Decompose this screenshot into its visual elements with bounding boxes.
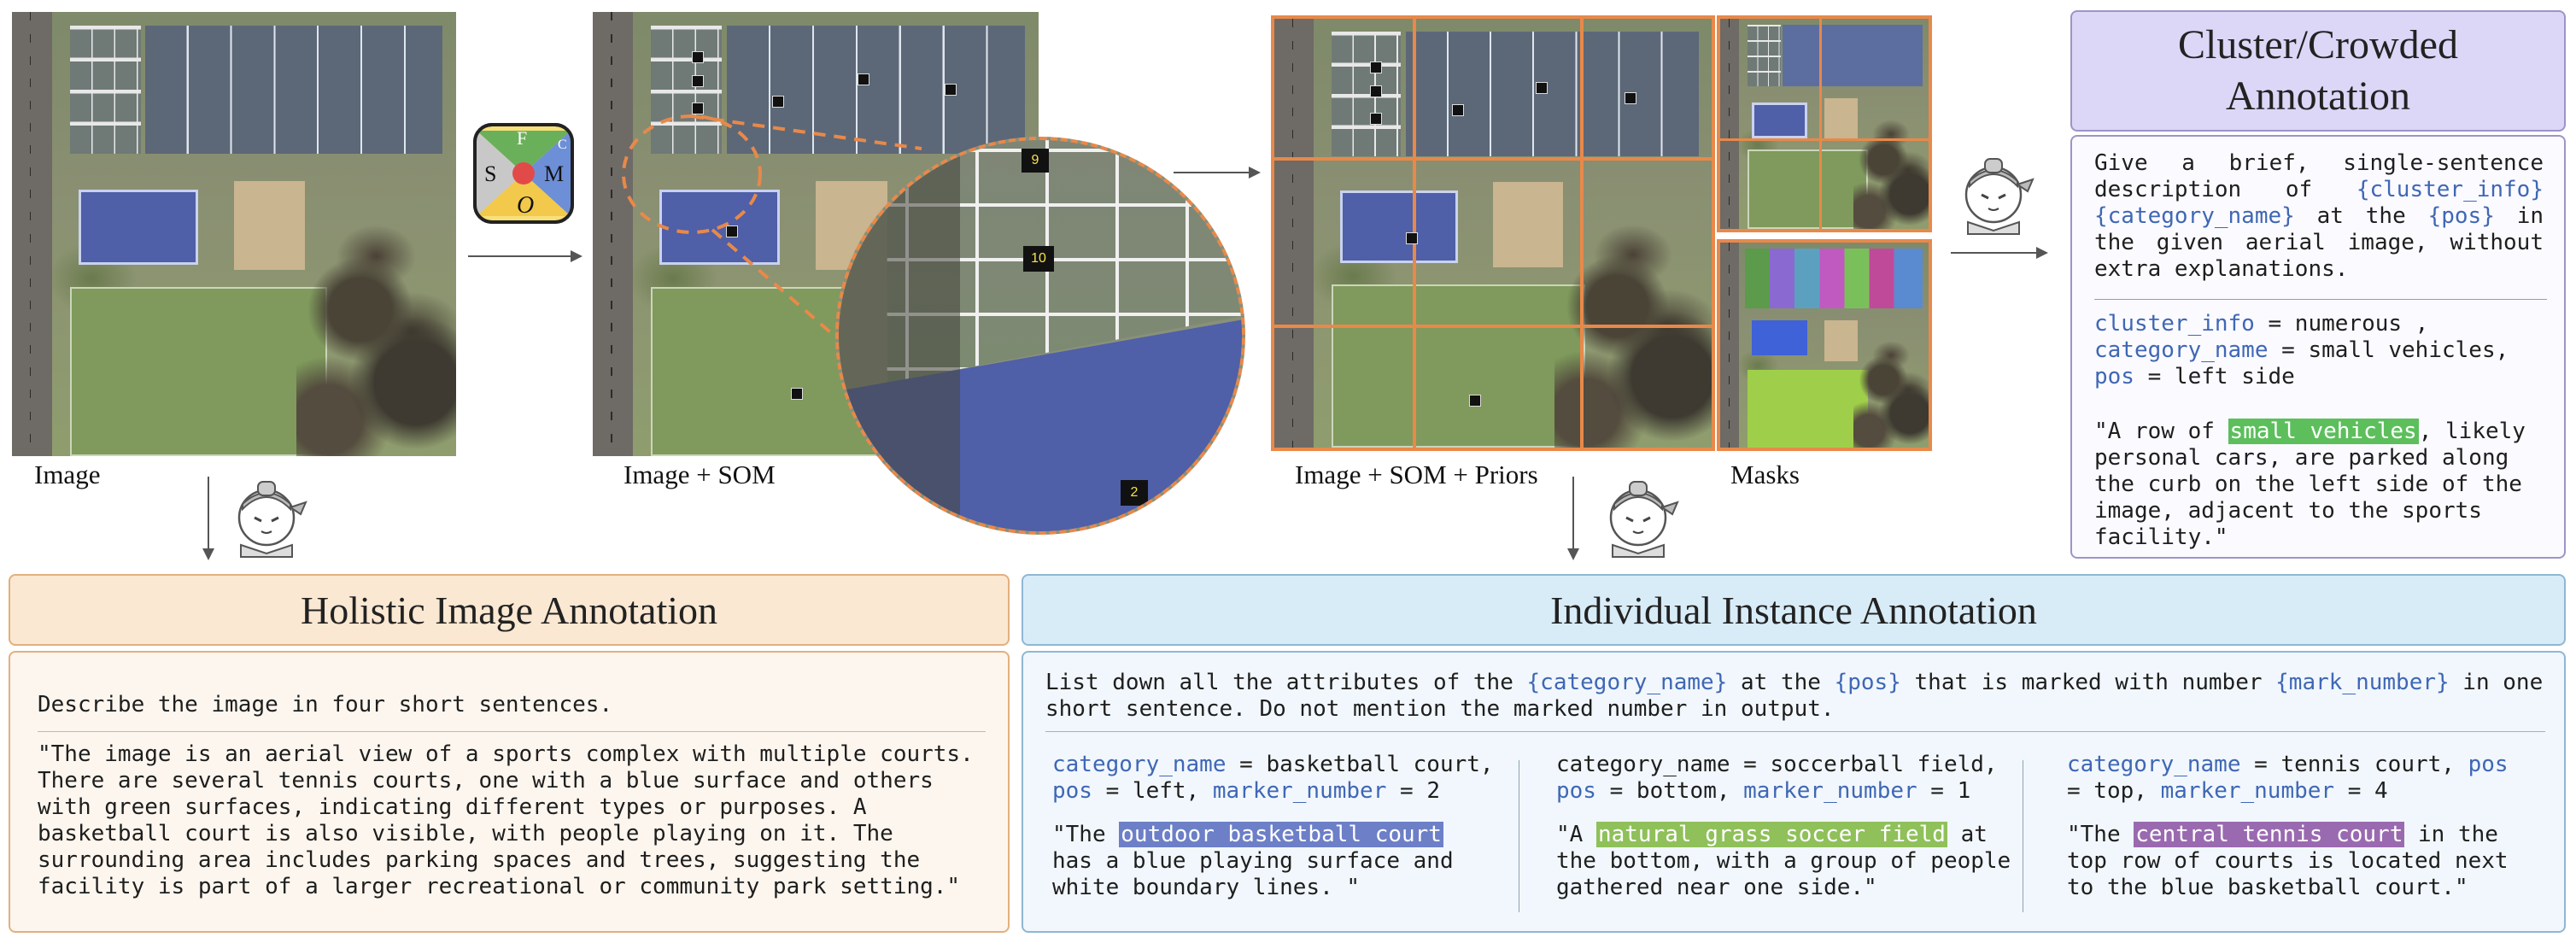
- cluster-highlight: small vehicles: [2228, 419, 2419, 444]
- annotator-icon: [1964, 158, 2034, 235]
- instance-variables: category_name = basketball court, pos = …: [1052, 752, 1494, 804]
- cluster-prompt: Give a brief, single-sentence descriptio…: [2094, 150, 2544, 282]
- zoom-inset: 9 10 2: [835, 137, 1245, 535]
- zoom-mark-9: 9: [1022, 149, 1049, 173]
- cluster-answer: "A row of small vehicles, likely persona…: [2094, 419, 2526, 550]
- arrow-to-som: [468, 250, 583, 262]
- arrow-to-cluster: [1951, 247, 2048, 259]
- logo-letter-c: C: [558, 138, 567, 152]
- cluster-title-line2: Annotation: [2226, 73, 2410, 119]
- arrow-priors-down: [1567, 477, 1579, 560]
- instance-highlight: natural grass soccer field: [1595, 822, 1947, 847]
- instance-highlight: outdoor basketball court: [1119, 822, 1443, 847]
- instance-column-tennis: category_name = tennis court, pos = top,…: [2067, 752, 2545, 901]
- caption-image-som-priors: Image + SOM + Priors: [1295, 460, 1538, 489]
- aerial-image-som-priors: [1271, 15, 1715, 451]
- cluster-variables: cluster_info = numerous , category_name …: [2094, 311, 2509, 390]
- instance-column-soccer: category_name = soccerball field, pos = …: [1556, 752, 2017, 901]
- arrow-to-priors: [1174, 167, 1261, 179]
- caption-image: Image: [34, 460, 101, 489]
- zoom-mark-2: 2: [1121, 480, 1148, 506]
- instance-answer: "The central tennis court in the top row…: [2067, 822, 2509, 900]
- instance-variables: category_name = tennis court, pos = top,…: [2067, 752, 2509, 804]
- individual-annotation-header: Individual Instance Annotation: [1022, 574, 2566, 646]
- holistic-answer: "The image is an aerial view of a sports…: [38, 741, 974, 899]
- logo-letter-s: S: [484, 161, 497, 186]
- logo-letter-m: M: [544, 161, 565, 186]
- caption-image-som: Image + SOM: [624, 460, 776, 489]
- holistic-divider: [38, 731, 986, 732]
- logo-letter-o: O: [517, 192, 535, 219]
- individual-divider: [1045, 731, 2545, 732]
- cluster-annotation-panel: Give a brief, single-sentence descriptio…: [2070, 135, 2566, 559]
- cluster-divider: [2094, 299, 2547, 300]
- logo-letter-f: F: [517, 127, 528, 149]
- mask-image-bottom: [1717, 239, 1932, 451]
- annotator-icon: [237, 481, 307, 558]
- caption-masks: Masks: [1730, 460, 1800, 489]
- arrow-image-down: [202, 477, 214, 560]
- instance-answer: "The outdoor basketball court has a blue…: [1052, 822, 1454, 900]
- cluster-title-line1: Cluster/Crowded: [2178, 22, 2458, 67]
- aerial-image: [12, 12, 456, 456]
- holistic-annotation-header: Holistic Image Annotation: [9, 574, 1010, 646]
- individual-annotation-panel: List down all the attributes of the {cat…: [1022, 651, 2566, 933]
- instance-answer: "A natural grass soccer field at the bot…: [1556, 822, 2011, 900]
- instance-variables: category_name = soccerball field, pos = …: [1556, 752, 1998, 804]
- holistic-prompt: Describe the image in four short sentenc…: [38, 692, 613, 718]
- instance-highlight: central tennis court: [2134, 822, 2405, 847]
- cluster-annotation-header: Cluster/Crowded Annotation: [2070, 10, 2566, 132]
- individual-prompt: List down all the attributes of the {cat…: [1045, 670, 2544, 722]
- holistic-annotation-panel: Describe the image in four short sentenc…: [9, 651, 1010, 933]
- annotator-icon: [1609, 481, 1679, 558]
- model-logo: F S M O C: [472, 122, 575, 225]
- zoom-mark-10: 10: [1023, 246, 1054, 272]
- instance-column-basketball: category_name = basketball court, pos = …: [1052, 752, 1496, 901]
- mask-image-top: [1717, 15, 1932, 232]
